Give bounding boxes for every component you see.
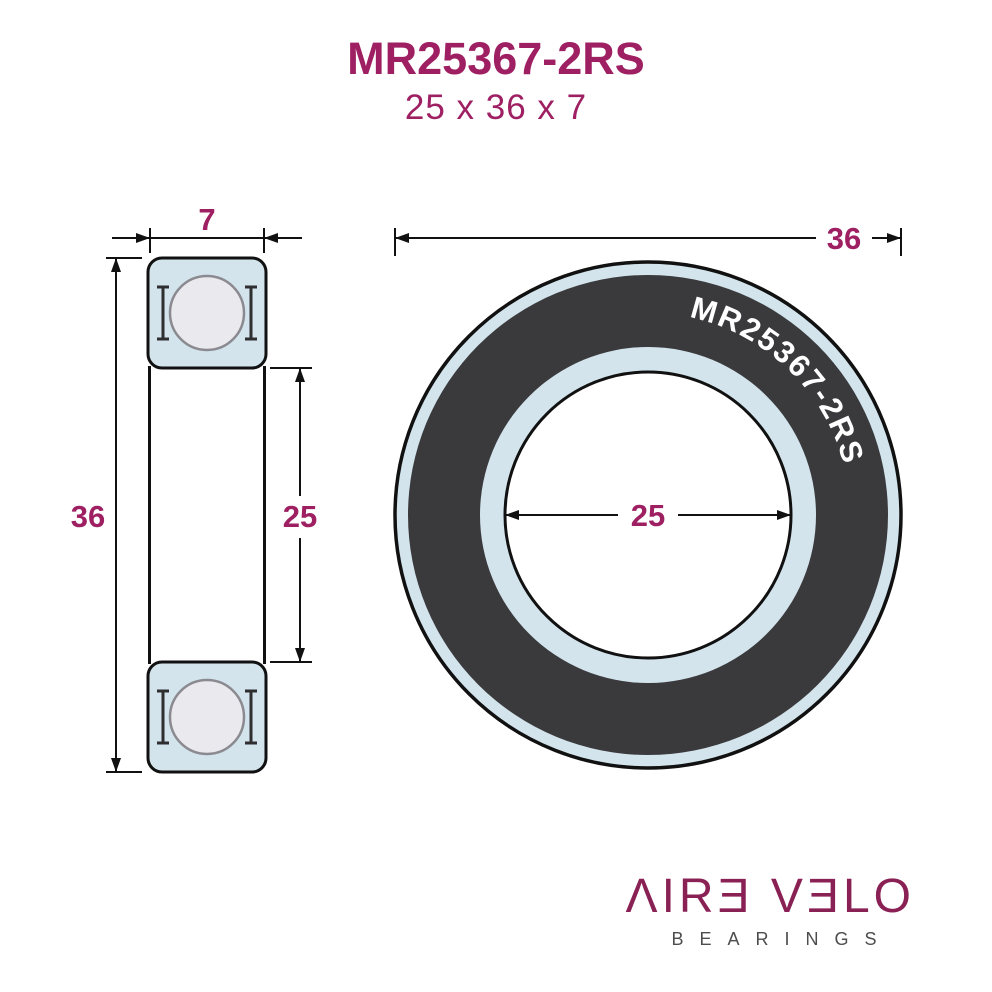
arrowhead [295,648,305,662]
dimension-label-bore-front: 25 [631,498,665,533]
dimension-label-outer: 36 [71,499,105,534]
arrowhead [136,233,150,243]
dimension-width: 7 [112,202,302,253]
arrowhead [111,258,121,272]
ball-top [168,274,246,352]
dimension-label-width: 7 [198,202,215,237]
seal-mark-top-left [157,285,169,341]
front-view: MR25367-2RS [393,260,903,770]
seal-mark-bottom-left [157,689,169,745]
cross-section-view [146,256,268,774]
dimension-label-outer-front: 36 [827,221,861,256]
arrowhead [111,758,121,772]
brand-logo-text: ΛIRƎ VƎLO [626,870,915,923]
ball-bottom [168,678,246,756]
seal-mark-top-right [245,285,257,341]
arrowhead [887,233,901,243]
brand-logo: ΛIRƎ VƎLO BEARINGS [626,870,915,949]
dimension-bore-left: 25 [270,367,317,663]
seal-mark-bottom-right [245,689,257,745]
brand-logo-tagline: BEARINGS [671,929,892,949]
size-subtitle: 25 x 36 x 7 [405,88,587,127]
dimension-outer-front: 36 [394,221,902,256]
arrowhead [777,510,791,520]
arrowhead [505,510,519,520]
arrowhead [395,233,409,243]
arrowhead [264,233,278,243]
dimension-bore-front: 25 [505,498,791,533]
page-title: MR25367-2RS [347,33,645,84]
dimension-label-bore: 25 [283,499,317,534]
dimension-outer-left: 36 [71,257,142,773]
arrowhead [295,368,305,382]
